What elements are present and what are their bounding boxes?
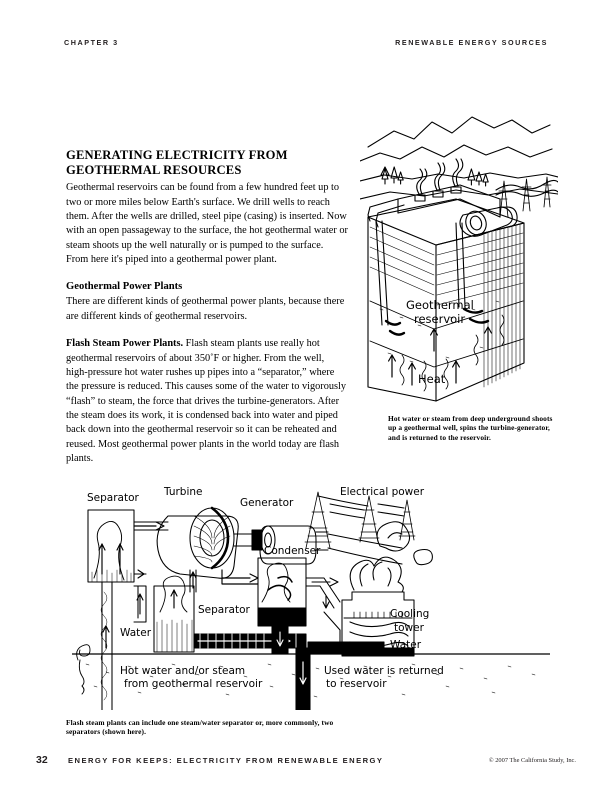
spacer [66,324,348,337]
label-cooling-tower-line2: tower [394,622,425,634]
spacer [66,267,348,280]
footer-page-number: 32 [36,754,48,766]
body-text-column: GENERATING ELECTRICITY FROM GEOTHERMAL R… [66,148,348,466]
figure-flash-steam-plant: Separator Turbine Generator Electrical p… [72,482,550,710]
label-geothermal-reservoir-line2: reservoir [414,312,465,326]
label-electrical-power: Electrical power [340,486,425,498]
figure-geothermal-cross-section: Geothermal reservoir Heat [360,95,558,407]
subheading-geothermal-power-plants: Geothermal Power Plants [66,281,183,293]
footer-book-title: ENERGY FOR KEEPS: ELECTRICITY FROM RENEW… [68,756,384,765]
label-used-water-line2: to reservoir [326,678,387,690]
label-separator-top: Separator [87,492,140,504]
label-generator: Generator [240,497,294,509]
label-separator-lower: Separator [198,604,251,616]
flash-steam-plant-schematic: Separator Turbine Generator Electrical p… [72,486,550,710]
page-title: GENERATING ELECTRICITY FROM GEOTHERMAL R… [66,148,348,178]
label-hot-water-line1: Hot water and/or steam [120,665,245,677]
footer-copyright: © 2007 The California Study, Inc. [488,757,576,764]
intro-paragraph: Geothermal reservoirs can be found from … [66,182,348,266]
page-title-line-1: GENERATING ELECTRICITY FROM [66,148,288,162]
label-hot-water-line2: from geothermal reservoir [124,678,263,690]
label-condenser: Condenser [264,545,321,557]
label-used-water-line1: Used water is returned [324,665,444,677]
label-heat: Heat [418,372,446,386]
label-turbine: Turbine [163,486,203,498]
flash-steam-paragraph: Flash Steam Power Plants. Flash steam pl… [66,337,348,466]
flash-steam-body: Flash steam plants use really hot geothe… [66,338,347,464]
flash-steam-lead-in: Flash Steam Power Plants. [66,338,184,350]
label-water-right: Water [390,639,422,651]
subhead-paragraph: There are different kinds of geothermal … [66,296,345,322]
geothermal-cross-section-illustration: Geothermal reservoir Heat [360,116,558,402]
label-water-left: Water [120,627,152,639]
running-head-section: RENEWABLE ENERGY SOURCES [395,38,548,47]
page-title-line-2: GEOTHERMAL RESOURCES [66,163,242,178]
running-head-chapter: CHAPTER 3 [64,38,119,47]
figure-caption-cross-section: Hot water or steam from deep underground… [388,414,553,442]
figure-caption-flash-steam-plant: Flash steam plants can include one steam… [66,718,334,737]
label-geothermal-reservoir-line1: Geothermal [406,298,474,312]
label-cooling-tower-line1: Cooling [390,608,429,620]
